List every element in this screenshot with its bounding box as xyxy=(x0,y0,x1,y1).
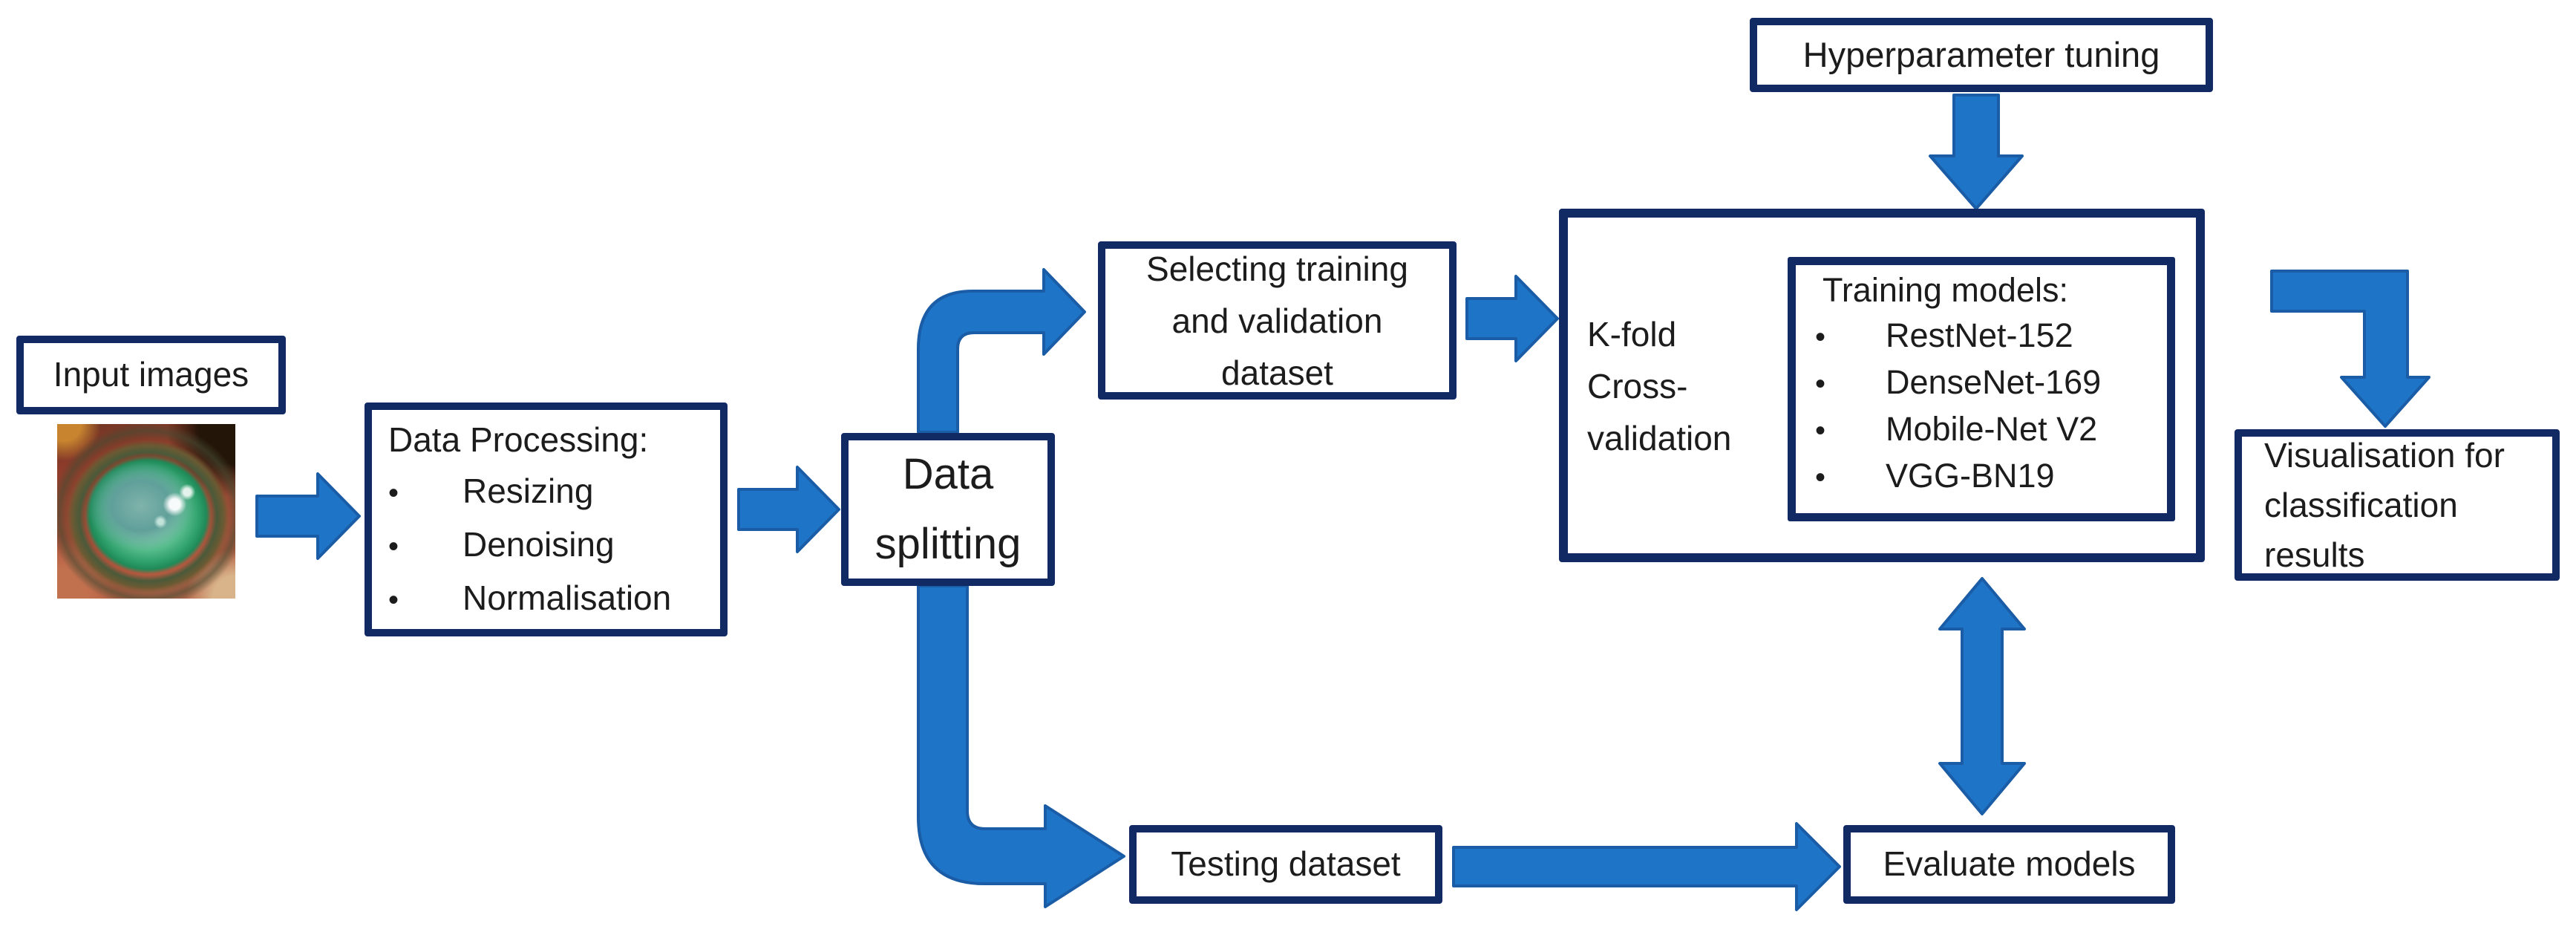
data-processing-item: Resizing xyxy=(372,465,720,518)
hyperparameter-tuning-label: Hyperparameter tuning xyxy=(1802,35,2160,75)
testing-dataset-label: Testing dataset xyxy=(1171,844,1401,884)
kfold-label-line: Cross- xyxy=(1587,367,1688,405)
kfold-label-line: K-fold xyxy=(1587,315,1677,353)
kfold-label-line: validation xyxy=(1587,419,1732,457)
data-splitting-line: splitting xyxy=(875,520,1021,568)
training-model-item: VGG-BN19 xyxy=(1796,453,2167,500)
data-processing-item-label: Normalisation xyxy=(462,579,672,618)
data-splitting-line: Data xyxy=(902,450,994,498)
node-hyperparameter-tuning: Hyperparameter tuning xyxy=(1750,18,2213,92)
node-testing-dataset: Testing dataset xyxy=(1129,825,1442,904)
visualisation-line: classification xyxy=(2264,485,2458,524)
input-eye-photo xyxy=(57,424,235,599)
selecting-dataset-line: dataset xyxy=(1221,353,1333,392)
training-model-label: RestNet-152 xyxy=(1886,316,2073,355)
kfold-label: K-fold Cross- validation xyxy=(1587,308,1731,464)
node-selecting-dataset: Selecting training and validation datase… xyxy=(1098,241,1457,400)
node-input-images: Input images xyxy=(16,336,286,414)
training-model-item: Mobile-Net V2 xyxy=(1796,406,2167,453)
data-processing-item-label: Resizing xyxy=(462,472,594,511)
data-processing-item: Denoising xyxy=(372,518,720,572)
input-images-label: Input images xyxy=(53,355,249,394)
arrow-splitting-to-selecting-icon xyxy=(917,268,1086,434)
bullet-icon xyxy=(1815,408,1886,452)
training-model-label: DenseNet-169 xyxy=(1886,363,2102,402)
data-processing-title: Data Processing: xyxy=(388,420,649,459)
arrow-processing-to-splitting-icon xyxy=(737,466,840,553)
bullet-icon xyxy=(1815,454,1886,498)
training-model-label: Mobile-Net V2 xyxy=(1886,410,2098,449)
node-data-splitting: Data splitting xyxy=(841,433,1055,586)
arrow-kfold-evaluate-double-icon xyxy=(1938,577,2026,815)
data-processing-item: Normalisation xyxy=(372,572,720,625)
node-visualisation-results: Visualisation for classification results xyxy=(2235,429,2560,581)
data-processing-item-label: Denoising xyxy=(462,525,615,564)
training-model-label: VGG-BN19 xyxy=(1886,457,2055,495)
visualisation-line: Visualisation for xyxy=(2264,435,2505,475)
selecting-dataset-line: Selecting training xyxy=(1146,249,1408,288)
arrow-kfold-to-visualisation-icon xyxy=(2270,270,2430,428)
bullet-icon xyxy=(1815,314,1886,358)
evaluate-models-label: Evaluate models xyxy=(1883,844,2136,884)
training-model-item: DenseNet-169 xyxy=(1796,359,2167,406)
selecting-dataset-line: and validation xyxy=(1171,301,1383,340)
node-kfold-cross-validation: K-fold Cross- validation Training models… xyxy=(1559,209,2205,562)
arrow-selecting-to-kfold-icon xyxy=(1465,275,1559,362)
bullet-icon xyxy=(388,576,462,621)
bullet-icon xyxy=(388,469,462,514)
arrow-splitting-to-testing-icon xyxy=(917,584,1125,908)
training-model-item: RestNet-152 xyxy=(1796,313,2167,359)
node-training-models: Training models: RestNet-152 DenseNet-16… xyxy=(1788,257,2175,521)
bullet-icon xyxy=(388,523,462,567)
node-data-processing: Data Processing: Resizing Denoising Norm… xyxy=(365,403,728,636)
arrow-input-to-processing-icon xyxy=(255,472,361,560)
arrow-testing-to-evaluate-icon xyxy=(1452,822,1841,911)
arrow-hyperparameter-to-kfold-icon xyxy=(1929,94,2024,210)
node-evaluate-models: Evaluate models xyxy=(1843,825,2175,904)
bullet-icon xyxy=(1815,361,1886,405)
training-models-title: Training models: xyxy=(1823,271,2068,309)
visualisation-line: results xyxy=(2264,535,2365,574)
